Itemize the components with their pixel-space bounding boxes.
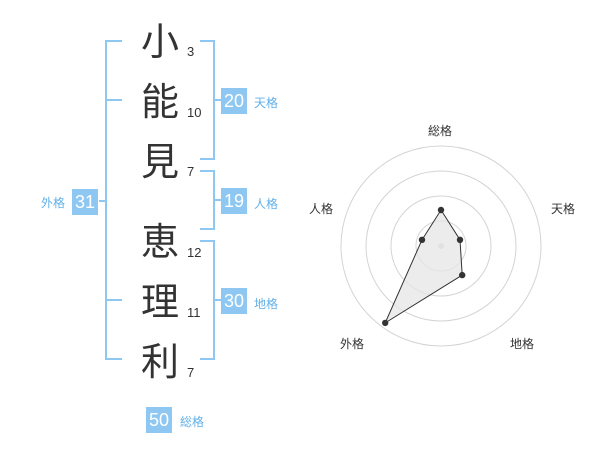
given-char-3: 利 [140, 340, 179, 384]
gaikaku-bracket-tick [105, 99, 122, 101]
chikaku-connector [213, 299, 221, 301]
given-char-2: 理 [140, 280, 179, 324]
surname-char-3: 見 [140, 140, 179, 184]
jinkaku-connector [213, 199, 221, 201]
radar-axis-label-gaikaku: 外格 [340, 337, 365, 351]
gaikaku-label: 外格 [41, 196, 66, 210]
given-char-1: 恵 [140, 220, 179, 264]
radar-axis-label-soukaku: 総格 [428, 124, 453, 138]
tenkaku-badge: 20 [221, 88, 248, 114]
gaikaku-connector [99, 200, 107, 202]
radar-point [418, 236, 426, 243]
radar-ring [340, 145, 542, 347]
soukaku-badge: 50 [146, 407, 173, 433]
stroke-count: 7 [187, 164, 195, 179]
radar-axis-label-jinkaku: 人格 [309, 202, 334, 216]
soukaku-label: 総格 [180, 415, 205, 429]
radar-polygon [384, 209, 463, 325]
stroke-count: 10 [187, 105, 202, 120]
radar-point [382, 319, 389, 327]
stroke-count: 12 [187, 245, 202, 260]
gaikaku-bracket-tick [105, 299, 122, 301]
radar-ring [365, 170, 517, 322]
chikaku-label: 地格 [254, 297, 279, 311]
surname-char-1: 小 [140, 20, 179, 64]
radar-point [437, 206, 445, 214]
tenkaku-connector [213, 99, 221, 101]
radar-axis-label-chikaku: 地格 [510, 337, 535, 351]
surname-char-2: 能 [140, 80, 179, 124]
chikaku-badge: 30 [221, 288, 248, 314]
stroke-count: 3 [187, 44, 195, 59]
tenkaku-label: 天格 [254, 96, 279, 110]
gaikaku-badge: 31 [72, 189, 99, 215]
radar-ring [390, 195, 492, 297]
jinkaku-label: 人格 [254, 197, 279, 211]
stroke-count: 11 [187, 305, 201, 320]
jinkaku-badge: 19 [221, 188, 248, 214]
radar-axis-label-tenkaku: 天格 [551, 202, 576, 216]
stroke-count: 7 [187, 365, 195, 380]
radar-point [459, 271, 466, 279]
radar-point [456, 236, 464, 243]
